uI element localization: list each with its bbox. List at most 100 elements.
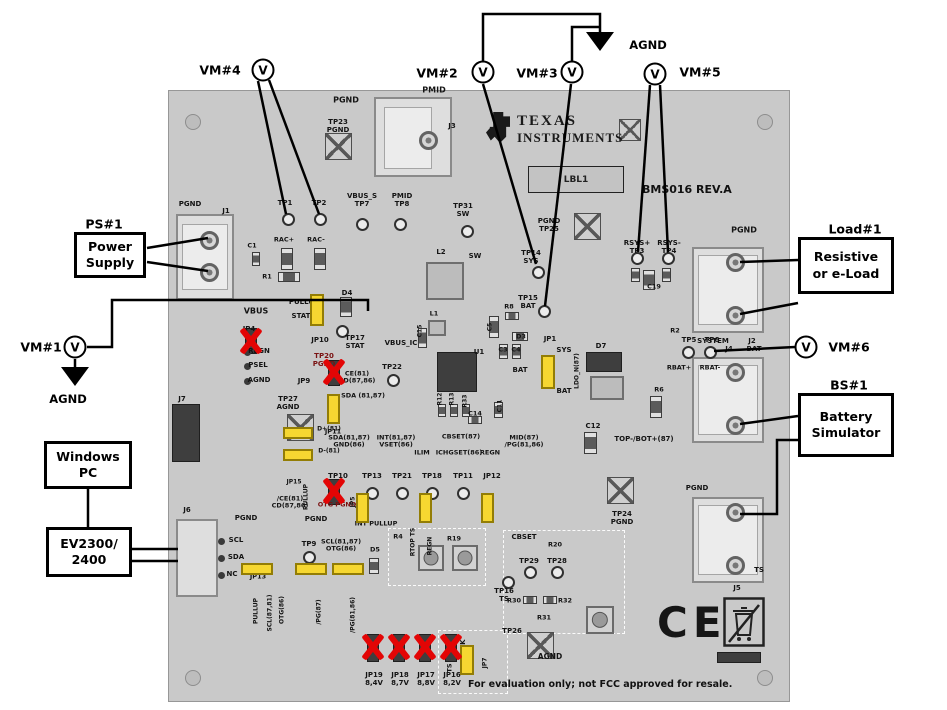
bs1-tag: BS#1 [830, 377, 868, 393]
board-label: C15 [416, 324, 424, 338]
smd-component [505, 312, 519, 320]
hatched-pad [607, 477, 634, 504]
trimmer-dial [591, 611, 609, 629]
smd-component [340, 297, 352, 317]
screw-terminal [418, 130, 438, 150]
board-label: REGN [426, 536, 434, 556]
test-point-pad [302, 550, 316, 564]
test-point-pad [393, 217, 407, 231]
board-label: J2 [748, 337, 756, 346]
board-label: R31 [536, 613, 552, 622]
header-pin [217, 537, 225, 545]
label-placeholder: LBL1 [528, 166, 624, 193]
board-label: PULLUP [252, 598, 260, 624]
probe-wire [481, 12, 602, 61]
agnd-ground-icon [61, 367, 89, 386]
agnd-label-left: AGND [49, 392, 87, 406]
jumper-shunt [327, 394, 340, 424]
test-point-pad [703, 345, 717, 359]
smd-component [369, 558, 379, 574]
board-label: C1 [247, 241, 257, 250]
red-x-mark [413, 632, 437, 662]
board-label: D7 [595, 342, 607, 351]
ce-mark: CE [657, 598, 727, 647]
voltmeter-icon: V [560, 60, 584, 84]
board-label: BAT [746, 345, 762, 354]
windows-pc-box: Windows PC [44, 441, 132, 489]
load-line2: or e-Load [812, 265, 880, 281]
board-label: JP19 8,4V [365, 671, 383, 687]
test-point-pad [523, 565, 537, 579]
board-label: JP7 [481, 657, 489, 669]
voltmeter-icon: V [471, 60, 495, 84]
board-label: TP2 [311, 199, 327, 208]
board-label: VBUS_S TP7 [346, 192, 378, 208]
trimmer-dial [423, 550, 439, 566]
board-label: SDA (81,87) [341, 391, 385, 400]
smd-component [462, 404, 470, 417]
smd-component [499, 344, 508, 359]
board-label: BAT [556, 387, 572, 396]
board-label: SCL(81,87) OTG(86) [320, 537, 362, 553]
mounting-hole [757, 114, 773, 130]
board-label: TP13 [362, 472, 382, 481]
board-label: TP17 STAT [345, 334, 365, 350]
board-label: TP26 [502, 627, 522, 636]
board-label: PGND [178, 200, 202, 209]
screw-terminal [725, 502, 745, 522]
test-point-pad [386, 373, 400, 387]
board-label: C14 [468, 409, 482, 418]
board-label: R12 [436, 392, 444, 406]
hatched-pad [325, 133, 352, 160]
component-dark [437, 352, 477, 392]
jumper-shunt [481, 493, 494, 523]
inductor [426, 262, 464, 300]
smd-component [650, 396, 662, 418]
test-point-pad [395, 486, 409, 500]
board-label: D+(81) [317, 425, 341, 433]
board-label: R32 [557, 596, 573, 605]
board-label: RSYS- TP4 [657, 239, 681, 255]
test-point-pad [681, 345, 695, 359]
smd-component [281, 248, 293, 270]
test-point-pad [630, 251, 644, 265]
board-label: SCL(87,81) [266, 594, 274, 632]
jumper-shunt [295, 563, 327, 575]
smd-component [512, 332, 528, 341]
board-label: TP21 [392, 472, 412, 481]
board-label: JP18 8,7V [391, 671, 409, 687]
board-label: AGND [537, 651, 563, 661]
brand-line-1: TEXAS [517, 113, 578, 129]
test-point-pad [456, 486, 470, 500]
board-label: R33 [461, 394, 469, 408]
jumper-shunt [460, 645, 474, 675]
board-label: JP17 8,8V [417, 671, 435, 687]
board-label: R20 [547, 540, 563, 549]
power-supply-line1: Power [88, 238, 132, 254]
board-label: TP23 PGND [326, 118, 350, 134]
board-label: D3 [516, 332, 526, 341]
board-label: /PG(81,86) [349, 597, 357, 633]
red-x-mark [361, 632, 385, 662]
inductor [590, 376, 624, 400]
board-label: D-(81) [318, 447, 340, 455]
board-label: REGN [479, 448, 501, 457]
board-label: VBUS [243, 306, 269, 316]
board-label: J3 [448, 122, 456, 131]
board-label: SW [468, 252, 482, 261]
smd-component [314, 248, 326, 270]
board-label: JP9 [297, 377, 311, 386]
silkscreen-outline [438, 630, 508, 694]
board-label: C3 [498, 345, 508, 354]
board-label: TP18 [422, 472, 442, 481]
board-label: PMID TP8 [391, 192, 413, 208]
board-label: C11 [496, 399, 504, 413]
agnd-ground-icon [586, 32, 614, 51]
voltmeter-label: VM#5 [679, 64, 721, 80]
connector [176, 519, 218, 597]
silkscreen-outline [388, 528, 486, 586]
brand-line-2: INSTRUMENTS [517, 130, 624, 145]
board-label: J6 [183, 506, 191, 515]
board-label: TP16 TS [494, 587, 514, 603]
